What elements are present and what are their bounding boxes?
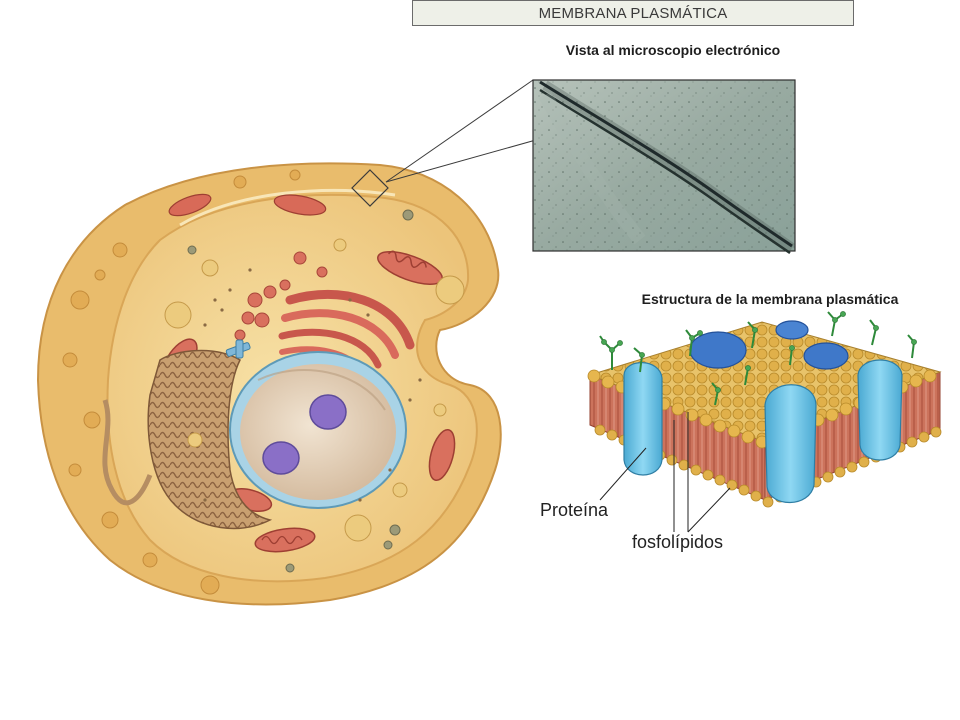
protein-dome-back: [689, 331, 747, 369]
protein-dome-far: [775, 320, 809, 340]
phospholipid-leader-3: [687, 487, 731, 533]
electron-micrograph: [532, 79, 796, 255]
protein-left: [623, 362, 663, 476]
endoplasmic-reticulum: [147, 349, 273, 530]
membrane-structure-illustration: [587, 311, 942, 533]
lysosomes: [187, 209, 414, 573]
zoom-marker: [351, 169, 389, 207]
structure-caption: Estructura de la membrana plasmática: [641, 291, 899, 307]
golgi-vesicles: [234, 251, 328, 341]
ribosomes: [203, 268, 422, 502]
protein-label: Proteína: [540, 500, 609, 520]
animal-cell-illustration: [36, 79, 601, 606]
cut-edge: [179, 188, 396, 227]
nucleolus-upper: [309, 394, 347, 430]
protein-right: [857, 359, 903, 461]
zoom-line-top: [385, 79, 534, 183]
cytoplasm-vesicles: [164, 238, 465, 542]
protein-front: [764, 384, 817, 504]
slide-title: MEMBRANA PLASMÁTICA: [412, 0, 854, 26]
transmembrane-proteins: [623, 320, 903, 504]
protein-leader-line: [599, 447, 647, 501]
phospholipids-label: fosfolípidos: [632, 532, 724, 552]
mitochondria: [162, 193, 456, 553]
micrograph-caption: Vista al microscopio electrónico: [565, 42, 781, 58]
nucleolus-lower: [262, 441, 300, 475]
protein-dome-right: [803, 342, 849, 370]
surface-vesicles: [62, 169, 301, 595]
carbohydrate-beads: [601, 311, 917, 393]
centrioles: [225, 339, 251, 359]
nucleus: [229, 351, 407, 509]
er-folds: [102, 399, 153, 506]
